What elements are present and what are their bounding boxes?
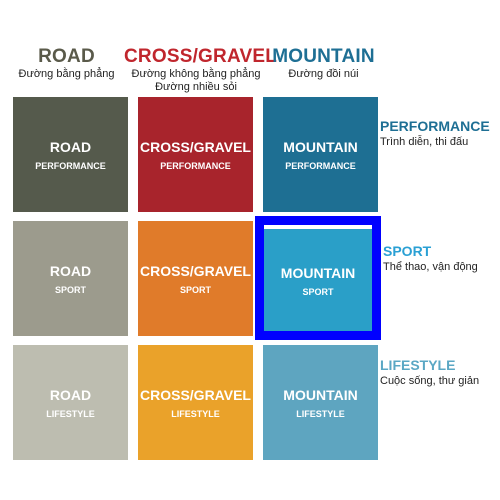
tile-road-sport: ROAD SPORT — [13, 221, 128, 336]
row-header-lifestyle: LIFESTYLE Cuộc sống, thư giản — [380, 357, 479, 388]
row-header-performance: PERFORMANCE Trình diễn, thi đấu — [380, 118, 490, 149]
row-title: SPORT — [383, 243, 432, 259]
tile-title: MOUNTAIN — [280, 264, 356, 281]
row-title: PERFORMANCE — [380, 118, 490, 134]
tile-subtitle: LIFESTYLE — [296, 409, 345, 419]
tile-road-performance: ROAD PERFORMANCE — [13, 97, 128, 212]
tile-cross-gravel-sport: CROSS/GRAVEL SPORT — [138, 221, 253, 336]
tile-subtitle: SPORT — [179, 285, 211, 295]
column-header-road: ROAD Đường bằng phẳng — [5, 46, 128, 81]
column-header-cross-gravel: CROSS/GRAVEL Đường không bằng phẳng Đườn… — [124, 46, 278, 94]
column-subtitle: Đường không bằng phẳng Đường nhiều sỏi — [131, 68, 261, 93]
tile-mountain-lifestyle: MOUNTAIN LIFESTYLE — [263, 345, 378, 460]
tile-subtitle: SPORT — [54, 285, 86, 295]
tile-subtitle: PERFORMANCE — [35, 161, 106, 171]
tile-cross-gravel-lifestyle: CROSS/GRAVEL LIFESTYLE — [138, 345, 253, 460]
tile-title: CROSS/GRAVEL — [140, 263, 251, 279]
row-title: LIFESTYLE — [380, 357, 456, 373]
row-subtitle: Trình diễn, thi đấu — [380, 136, 469, 148]
tile-subtitle: SPORT — [302, 286, 334, 297]
tile-subtitle: LIFESTYLE — [171, 409, 220, 419]
tile-cross-gravel-performance: CROSS/GRAVEL PERFORMANCE — [138, 97, 253, 212]
tile-subtitle: PERFORMANCE — [160, 161, 231, 171]
column-title: MOUNTAIN — [272, 46, 375, 67]
tile-title: CROSS/GRAVEL — [140, 387, 251, 403]
selected-highlight-frame — [255, 216, 381, 340]
tile-subtitle: LIFESTYLE — [46, 409, 95, 419]
row-subtitle: Thể thao, vận động — [383, 261, 478, 273]
tile-mountain-performance: MOUNTAIN PERFORMANCE — [263, 97, 378, 212]
tile-title: MOUNTAIN — [283, 139, 358, 155]
tile-title: ROAD — [49, 387, 92, 403]
column-subtitle: Đường đồi núi — [288, 68, 359, 80]
column-header-mountain: MOUNTAIN Đường đồi núi — [262, 46, 385, 81]
tile-title: MOUNTAIN — [283, 387, 358, 403]
tile-title: ROAD — [49, 139, 92, 155]
column-title: ROAD — [38, 46, 95, 67]
column-title: CROSS/GRAVEL — [124, 46, 278, 67]
column-subtitle: Đường bằng phẳng — [18, 68, 115, 80]
row-subtitle: Cuộc sống, thư giản — [380, 375, 480, 387]
tile-title: ROAD — [49, 263, 92, 279]
tile-subtitle: PERFORMANCE — [285, 161, 356, 171]
tile-mountain-sport: MOUNTAIN SPORT — [264, 229, 372, 331]
tile-title: CROSS/GRAVEL — [140, 139, 251, 155]
tile-road-lifestyle: ROAD LIFESTYLE — [13, 345, 128, 460]
row-header-sport: SPORT Thể thao, vận động — [383, 243, 478, 274]
